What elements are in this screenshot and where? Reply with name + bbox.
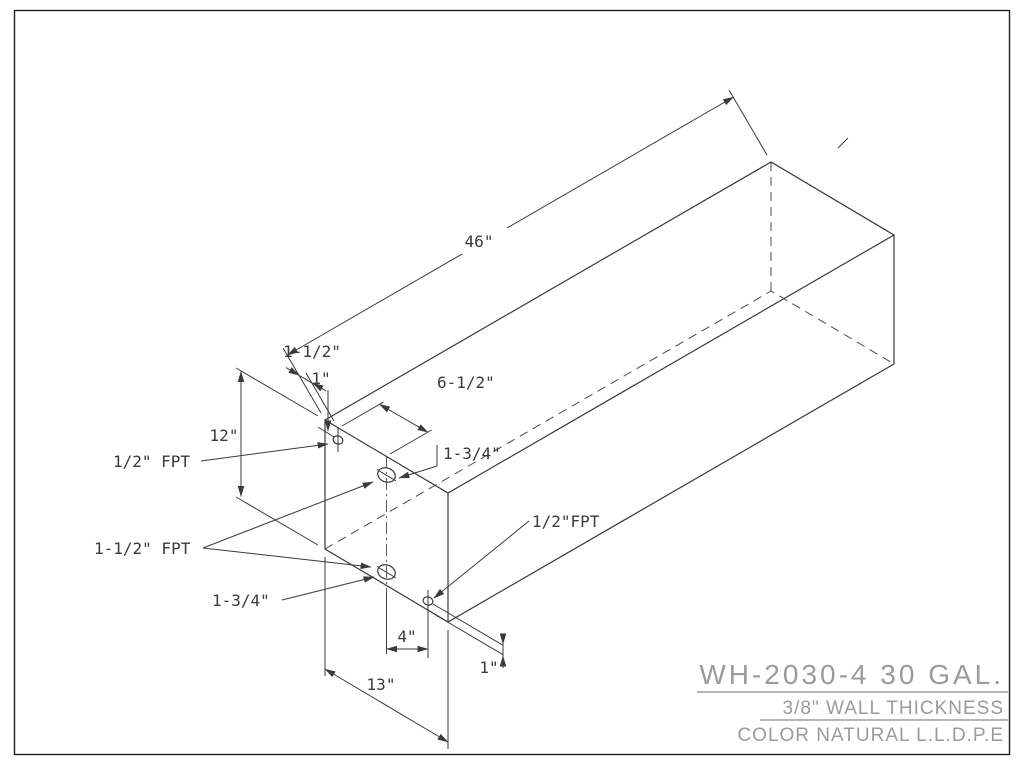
dim-fitting-b-inset: 6-1/2"	[341, 373, 495, 455]
callout-d-label: 1/2"FPT	[532, 512, 600, 531]
dim-width: 13"	[324, 557, 449, 749]
dim-fitting-a-inset: 1-1/2"	[283, 342, 341, 422]
fittings	[332, 427, 434, 610]
callout-pair-label: 1-1/2" FPT	[94, 539, 191, 558]
dim-a-inset-arrow-r	[312, 382, 327, 392]
dim-b-inset-line	[379, 403, 429, 433]
title-wall-thickness: 3/8" WALL THICKNESS	[783, 698, 1004, 719]
dim-width-label: 13"	[367, 675, 396, 694]
fitting-callouts: 1/2" FPT 1-1/2" FPT 1/2"FPT	[94, 442, 600, 599]
dim-length-text-bg	[447, 228, 511, 254]
dim-a-drop-ext	[317, 426, 335, 438]
dim-b-inset-label: 6-1/2"	[437, 373, 495, 392]
fitting-b-tick	[376, 469, 397, 482]
dim-fitting-d-rise: 1"	[432, 603, 507, 677]
dim-height: 12"	[210, 367, 319, 546]
dim-width-line	[324, 668, 449, 743]
dim-length-ext	[282, 89, 768, 414]
dim-d-offset-label: 4"	[397, 627, 416, 646]
callout-d-leader	[433, 520, 530, 599]
dim-fitting-c-rise: 1-3/4"	[212, 576, 375, 610]
fitting-a-half-inch-fpt	[332, 435, 344, 445]
dim-c-rise-label: 1-3/4"	[212, 591, 270, 610]
tank-visible-edges	[324, 234, 895, 622]
callout-a-leader	[200, 442, 329, 462]
dim-fitting-d-offset: 4"	[385, 592, 429, 658]
dim-c-rise-leader	[281, 576, 375, 601]
dim-b-drop-leader	[398, 465, 438, 479]
callout-pair-leader-lower	[202, 547, 372, 570]
dim-a-inset-ext	[305, 372, 335, 422]
dim-a-inset-arrow-l	[285, 367, 300, 376]
callout-pair-leader-upper	[202, 481, 374, 549]
dim-b-inset-ext	[341, 401, 432, 455]
dim-height-ext	[235, 367, 319, 546]
dim-height-label: 12"	[210, 426, 239, 445]
title-model: WH-2030-4 30 GAL.	[699, 659, 1004, 690]
dim-fitting-a-drop: 1"	[311, 369, 335, 438]
dim-a-inset-label: 1-1/2"	[283, 342, 341, 361]
dim-length-line	[287, 96, 734, 356]
dim-d-offset-ext	[386, 592, 429, 658]
fitting-c-inch-half-fpt	[377, 564, 396, 580]
tank-silhouette	[324, 161, 895, 623]
dim-d-rise-ext	[432, 603, 504, 656]
dim-length: 46"	[282, 89, 768, 414]
dim-fitting-b-drop: 1-3/4"	[398, 444, 501, 479]
fitting-d-half-inch-fpt	[422, 596, 434, 606]
tank-body	[324, 137, 895, 623]
title-material-color: COLOR NATURAL L.L.D.P.E	[737, 725, 1004, 746]
tank-hidden-edges	[324, 162, 895, 550]
dim-b-drop-label: 1-3/4"	[443, 444, 501, 463]
dim-a-drop-label: 1"	[311, 369, 330, 388]
tick-mark	[837, 137, 849, 149]
sheet-border	[13, 9, 1011, 756]
dim-length-label: 46"	[465, 232, 494, 251]
fitting-b-inch-half-fpt	[377, 467, 396, 483]
callout-a-label: 1/2" FPT	[113, 452, 190, 471]
dim-d-rise-label: 1"	[479, 658, 498, 677]
title-block: WH-2030-4 30 GAL. 3/8" WALL THICKNESS CO…	[697, 659, 1008, 746]
